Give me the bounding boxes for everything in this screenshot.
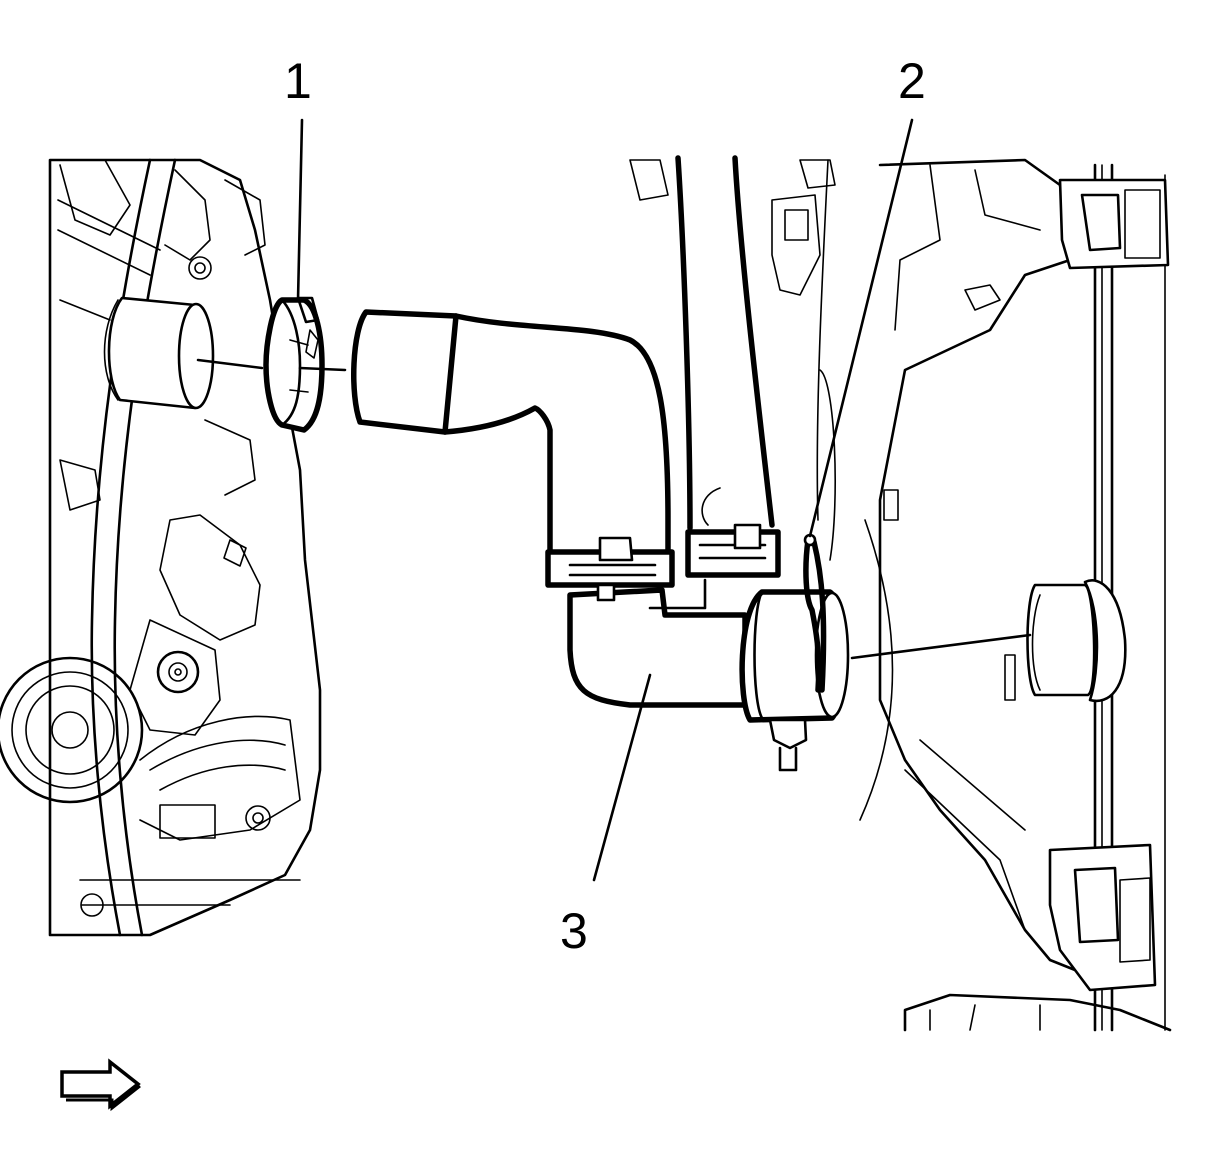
hose-clamp-1 [263, 296, 325, 433]
leader-line-1 [296, 118, 304, 302]
engine-assembly [0, 158, 322, 937]
hose-clamp-elbow [545, 536, 675, 602]
radiator-inlet-coupler [739, 533, 850, 772]
leader-line-2 [808, 118, 914, 538]
leader-line-3 [592, 673, 652, 882]
arrow-right-icon [60, 1058, 141, 1112]
radiator-inlet-neck [1004, 579, 1127, 703]
leader-lines [196, 118, 1032, 882]
alignment-line-clamp-hose [298, 366, 347, 372]
hose-clamp-branch [685, 523, 781, 578]
callout-2: 2 [898, 53, 926, 109]
radiator-assembly [629, 158, 1172, 1032]
engine-coolant-outlet-pipe [103, 296, 215, 410]
radiator-hose [351, 155, 781, 708]
alignment-line-pipe-clamp [196, 358, 264, 370]
alignment-line-coupler-radiator [850, 633, 1032, 660]
callout-1: 1 [284, 53, 312, 109]
callout-3: 3 [560, 903, 588, 959]
